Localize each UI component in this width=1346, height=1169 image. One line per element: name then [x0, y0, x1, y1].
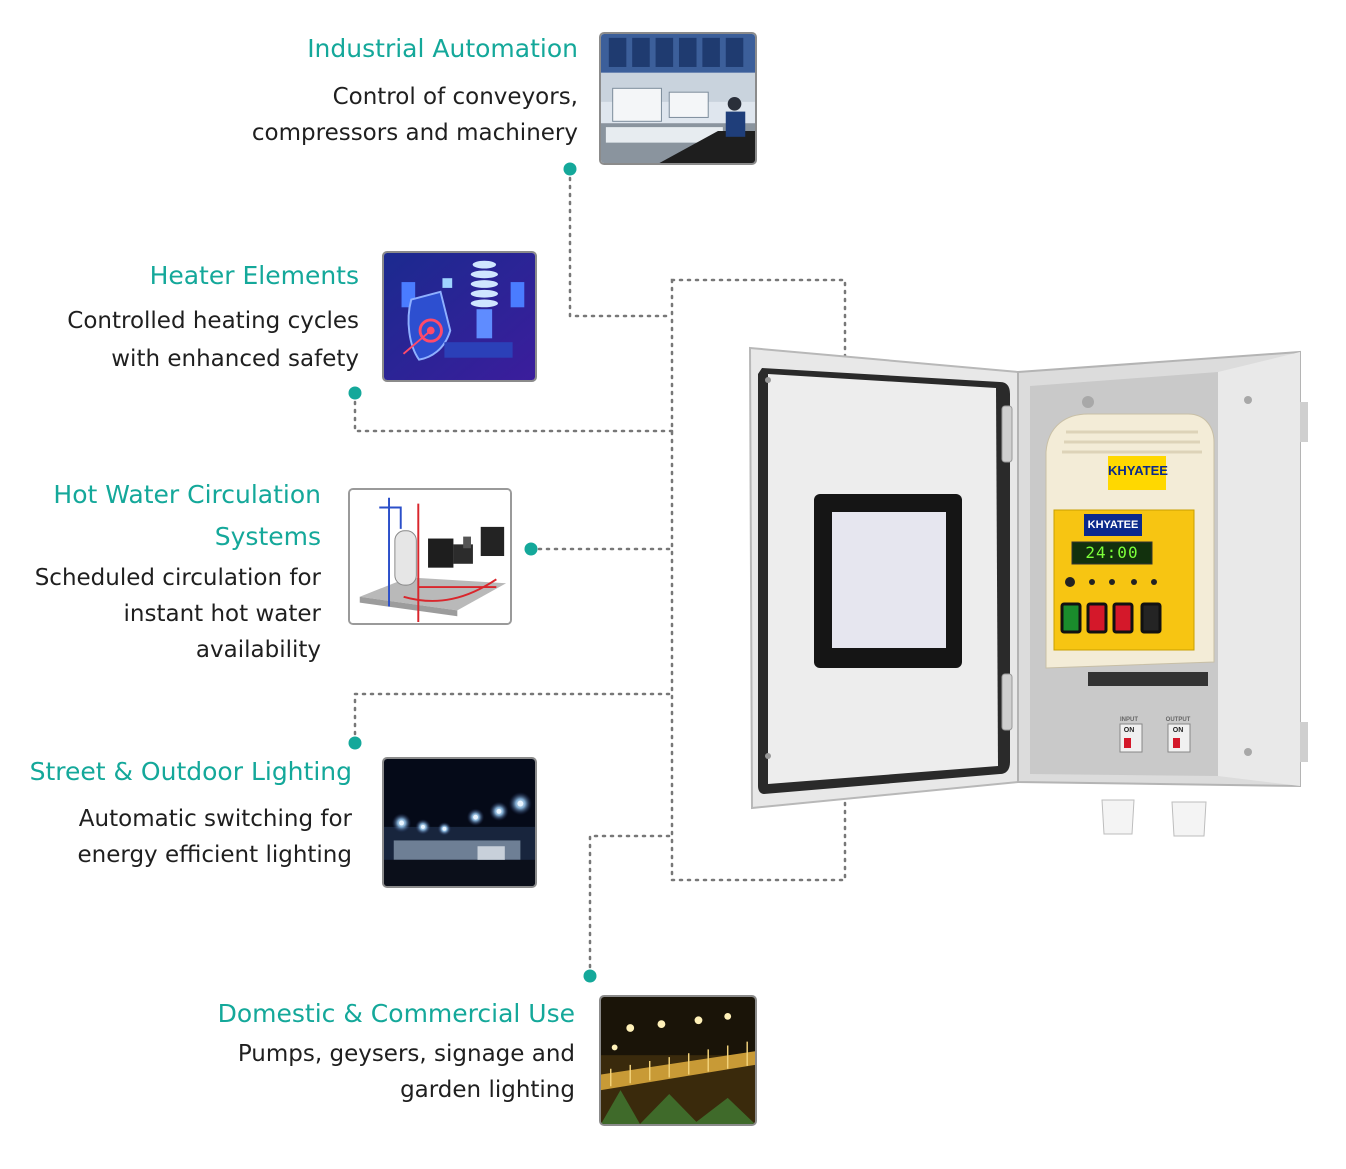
application-desc-line: Control of conveyors, [332, 84, 578, 110]
connector-dot-domestic [583, 969, 597, 983]
street-lights-night-photo [382, 757, 537, 888]
application-desc-line: energy efficient lighting [77, 842, 352, 868]
output-label: OUTPUT [1165, 717, 1191, 723]
connector-dot-street [348, 736, 362, 750]
application-desc-line: Controlled heating cycles [67, 308, 359, 334]
factory-control-room-photo [599, 32, 757, 165]
connector-domestic [588, 834, 674, 977]
application-desc-line: Pumps, geysers, signage and [237, 1041, 575, 1067]
garden-lighting-photo [599, 995, 757, 1126]
connector-dot-hotwater [524, 542, 538, 556]
application-desc-line: compressors and machinery [251, 120, 578, 146]
application-desc-line: Scheduled circulation for [34, 565, 321, 591]
application-title: Industrial Automation [307, 34, 578, 63]
input-label: INPUT [1120, 717, 1138, 723]
connector-dot-industrial [563, 162, 577, 176]
output-switch-state: ON [1172, 727, 1184, 734]
heater-shield-illustration [382, 251, 537, 382]
timer-display: 24:00 [1085, 543, 1139, 562]
application-desc-line: instant hot water [123, 601, 321, 627]
brand-label-top: KHYATEE [1108, 458, 1168, 484]
connector-dot-heater [348, 386, 362, 400]
application-title: Domestic & Commercial Use [217, 999, 575, 1028]
application-title: Street & Outdoor Lighting [29, 757, 352, 786]
brand-label-panel: KHYATEE [1084, 514, 1142, 536]
input-switch-state: ON [1123, 727, 1135, 734]
enclosure-illustration [748, 346, 1308, 837]
application-title: Heater Elements [149, 261, 359, 290]
connector-device-frame [670, 278, 847, 882]
connector-street [353, 692, 674, 744]
application-title-line: Hot Water Circulation [53, 480, 321, 509]
application-desc-line: with enhanced safety [111, 346, 359, 372]
application-desc-line: availability [195, 637, 321, 663]
hot-water-circulation-diagram [348, 488, 512, 625]
application-desc-line: Automatic switching for [78, 806, 352, 832]
connector-heater [353, 392, 674, 433]
application-desc-line: garden lighting [400, 1077, 575, 1103]
connector-industrial [568, 168, 674, 318]
application-title-line: Systems [214, 522, 321, 551]
